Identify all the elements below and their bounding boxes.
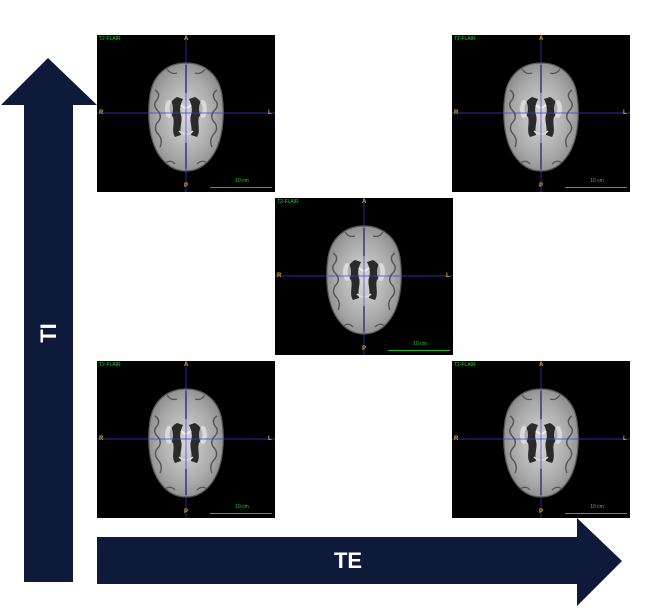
te-arrow <box>97 518 622 606</box>
anterior-marker: A <box>184 36 189 42</box>
left-marker: L <box>446 273 450 279</box>
mri-panel-bottom-right: T2-FLAIR A P R L 10 cm <box>452 361 630 518</box>
scale-bar <box>565 187 627 188</box>
sequence-label: T2-FLAIR <box>454 362 476 368</box>
sequence-label: T2-FLAIR <box>277 199 299 205</box>
mri-panel-top-right: T2-FLAIR A P R L 10 cm <box>452 35 630 192</box>
mri-panel-center: T2-FLAIR A P R L 10 cm <box>275 198 453 355</box>
te-axis-label: TE <box>333 548 363 573</box>
mri-image <box>97 35 275 192</box>
right-marker: R <box>277 273 282 279</box>
mri-panel-bottom-left: T2-FLAIR A P R L 10 cm <box>97 361 275 518</box>
left-marker: L <box>623 110 627 116</box>
right-marker: R <box>99 436 104 442</box>
left-marker: L <box>268 110 272 116</box>
posterior-marker: P <box>362 346 367 352</box>
scale-bar <box>210 187 272 188</box>
anterior-marker: A <box>184 362 189 368</box>
right-marker: R <box>454 436 459 442</box>
right-marker: R <box>99 110 104 116</box>
sequence-label: T2-FLAIR <box>99 36 121 42</box>
left-marker: L <box>268 436 272 442</box>
posterior-marker: P <box>539 509 544 515</box>
posterior-marker: P <box>539 183 544 189</box>
posterior-marker: P <box>184 183 189 189</box>
mri-panel-top-left: T2-FLAIR A P R L 10 cm <box>97 35 275 192</box>
mri-image <box>452 361 630 518</box>
scale-label: 10 cm <box>235 178 249 184</box>
scale-bar <box>210 513 272 514</box>
left-marker: L <box>623 436 627 442</box>
mri-image <box>275 198 453 355</box>
scale-bar <box>565 513 627 514</box>
anterior-marker: A <box>539 36 544 42</box>
mri-image <box>97 361 275 518</box>
sequence-label: T2-FLAIR <box>454 36 476 42</box>
scale-label: 10 cm <box>590 504 604 510</box>
mri-image <box>452 35 630 192</box>
ti-arrow <box>1 58 97 582</box>
scale-label: 10 cm <box>235 504 249 510</box>
anterior-marker: A <box>539 362 544 368</box>
ti-axis-label: TI <box>36 323 61 343</box>
posterior-marker: P <box>184 509 189 515</box>
right-marker: R <box>454 110 459 116</box>
scale-label: 10 cm <box>590 178 604 184</box>
scale-bar <box>388 350 450 351</box>
anterior-marker: A <box>362 199 367 205</box>
sequence-label: T2-FLAIR <box>99 362 121 368</box>
scale-label: 10 cm <box>413 341 427 347</box>
